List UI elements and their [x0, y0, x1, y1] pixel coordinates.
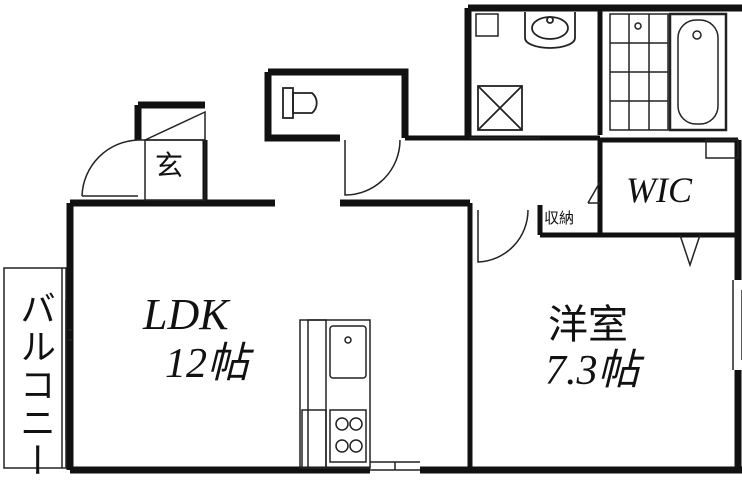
- wic-label: WIC: [626, 170, 692, 210]
- western-room-size: 7.3帖: [545, 348, 640, 394]
- bathtub-icon: [609, 12, 728, 132]
- interior-walls: [202, 10, 738, 470]
- balcony-label: バルコニー: [14, 290, 55, 480]
- kitchen-sink-icon: [329, 325, 367, 379]
- ldk-label: LDK: [143, 290, 229, 339]
- thin-lines: [3, 13, 742, 471]
- stove-icon: [329, 409, 367, 463]
- toilet-icon: [282, 87, 318, 119]
- washing-machine-pan-icon: [477, 85, 523, 131]
- exterior-walls: [66, 4, 742, 474]
- western-room-label: 洋室: [548, 302, 628, 348]
- ldk-size: 12帖: [165, 341, 250, 387]
- entrance-label: 玄: [155, 149, 184, 182]
- washbasin-icon: [524, 12, 576, 49]
- storage-label: 収納: [544, 209, 575, 227]
